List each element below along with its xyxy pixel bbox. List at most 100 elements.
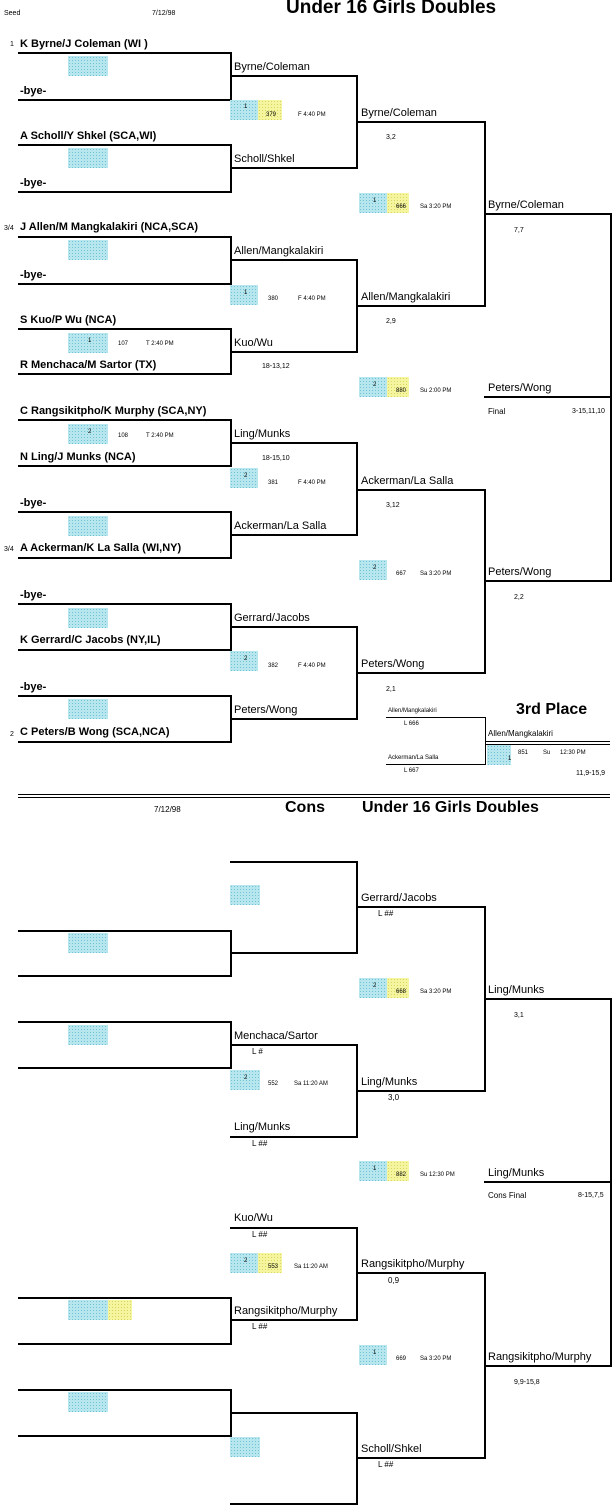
cons-r2-score: 0,9 [388,1276,400,1285]
court-number: 2 [373,565,377,571]
cons-r1-winner: Menchaca/Sartor [234,1030,318,1042]
cons-final-label: Cons Final [488,1191,527,1200]
cons-r1-loss: L ## [252,1230,268,1239]
sf-winner: Peters/Wong [488,566,552,578]
qf-score: 3,2 [386,134,396,141]
cons-sf-winner: Ling/Munks [488,984,545,996]
cons-r1-winner: Rangsikitpho/Murphy [234,1305,338,1317]
third-place-title: 3rd Place [516,701,588,718]
player-name: -bye- [20,85,47,97]
cons-r2-loss: L ## [378,909,394,918]
r2-winner: Ackerman/La Salla [234,520,327,532]
match-day: Su [543,750,551,756]
qf-winner: Ackerman/La Salla [361,475,454,487]
final-score: 3-15,11,10 [572,408,605,415]
qf-winner: Peters/Wong [361,658,425,670]
player-name: C Peters/B Wong (SCA,NCA) [20,726,170,738]
match-time: Sa 3:20 PM [420,571,452,577]
seed-number: 3/4 [4,546,14,553]
player-name: -bye- [20,589,47,601]
cons-r1-loss: L ## [252,1139,268,1148]
cons-r2-winner: Rangsikitpho/Murphy [361,1258,465,1270]
match-number: 108 [118,433,129,439]
match-number: 668 [396,989,407,995]
match-number: 107 [118,341,129,347]
match-number: 882 [396,1172,407,1178]
page-title: Under 16 Girls Doubles [286,0,497,18]
cons-r1-loss: L # [252,1047,263,1056]
player-name: K Gerrard/C Jacobs (NY,IL) [20,634,161,646]
cons-sf-score: 3,1 [514,1012,524,1019]
cons-r2-winner: Gerrard/Jacobs [361,892,437,904]
cons-sf-score: 9,9-15,8 [514,1379,540,1386]
r2-winner: Scholl/Shkel [234,153,295,165]
court-number: 1 [244,104,248,110]
r2-winner: Peters/Wong [234,704,298,716]
r2-winner: Allen/Mangkalakiri [234,245,324,257]
match-time: T 2:40 PM [146,433,174,439]
section-divider [18,794,610,795]
cons-label: Cons [285,799,325,816]
third-player-1: Allen/Mangkalakiri [388,708,437,714]
court-number: 2 [88,429,92,435]
match-number: 669 [396,1356,407,1362]
match-time: Sa 3:20 PM [420,204,452,210]
player-name: -bye- [20,177,47,189]
match-number: 380 [268,296,279,302]
cons-r2-score: 3,0 [388,1093,400,1102]
match-time: Sa 3:20 PM [420,989,452,995]
match-number: 381 [268,480,279,486]
r2-winner: Ling/Munks [234,428,291,440]
player-name: K Byrne/J Coleman (WI ) [20,38,148,50]
match-time: T 2:40 PM [146,341,174,347]
qf-score: 3,12 [386,502,400,509]
cons-title: Under 16 Girls Doubles [362,799,539,816]
third-player-2-loss: L 667 [404,768,419,774]
match-number: 552 [268,1081,279,1087]
court-number: 1 [373,198,377,204]
player-name: A Scholl/Y Shkel (SCA,WI) [20,130,157,142]
cons-sf-winner: Rangsikitpho/Murphy [488,1351,592,1363]
cons-champion: Ling/Munks [488,1167,545,1179]
player-name: R Menchaca/M Sartor (TX) [20,359,157,371]
final-label: Final [488,407,506,416]
cons-r2-loss: L ## [378,1460,394,1469]
court-number: 1 [88,338,92,344]
r2-winner: Byrne/Coleman [234,61,310,73]
player-name: -bye- [20,681,47,693]
cons-r1-winner: Ling/Munks [234,1121,291,1133]
third-player-1-loss: L 666 [404,721,419,727]
qf-score: 2,9 [386,318,396,325]
cons-date: 7/12/98 [154,805,181,814]
match-time: Su 2:00 PM [420,388,452,394]
court-number: 2 [244,1258,248,1264]
sf-score: 2,2 [514,594,524,601]
match-time: F 4:40 PM [298,480,326,486]
section-divider [18,797,610,798]
r2-winner: Kuo/Wu [234,337,273,349]
match-time: Sa 11:20 AM [294,1081,328,1087]
match-score: 18-13,12 [262,363,290,370]
match-time: F 4:40 PM [298,296,326,302]
cons-r1-loss: L ## [252,1322,268,1331]
court-number: 1 [244,290,248,296]
player-name: -bye- [20,269,47,281]
match-time: Su 12:30 PM [420,1172,455,1178]
match-number: 666 [396,204,407,210]
cons-final-score: 8-15,7,5 [578,1192,604,1199]
match-time: Sa 11:20 AM [294,1264,328,1270]
match-number: 667 [396,571,407,577]
qf-winner: Byrne/Coleman [361,107,437,119]
player-name: C Rangsikitpho/K Murphy (SCA,NY) [20,405,207,417]
sf-score: 7,7 [514,227,524,234]
cons-r2-winner: Scholl/Shkel [361,1443,422,1455]
seed-column-label: Seed [4,10,21,17]
player-name: S Kuo/P Wu (NCA) [20,314,117,326]
third-place-score: 11,9-15,9 [576,770,606,777]
cons-r1-winner: Kuo/Wu [234,1212,273,1224]
match-time: F 4:40 PM [298,112,326,118]
match-number: 851 [518,750,529,756]
player-name: J Allen/M Mangkalakiri (NCA,SCA) [20,221,199,233]
sf-winner: Byrne/Coleman [488,199,564,211]
court-number: 1 [508,756,512,762]
